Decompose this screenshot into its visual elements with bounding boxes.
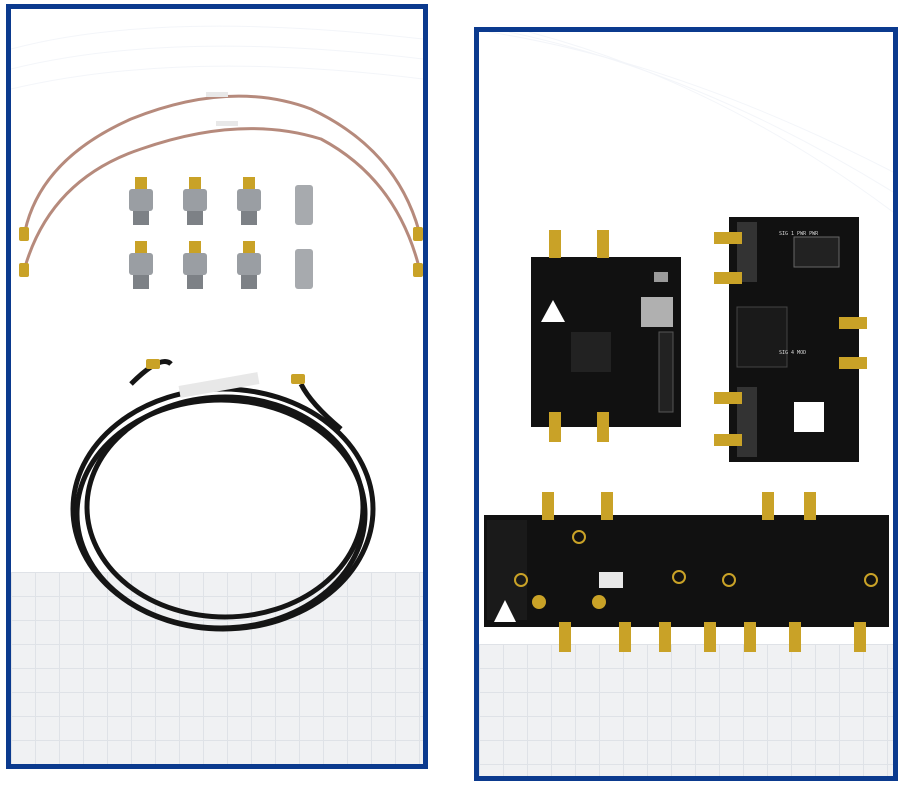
accessories-photo-panel — [6, 4, 428, 769]
cable-label — [216, 121, 238, 126]
background-swirl — [488, 32, 893, 213]
accessories-illustration — [19, 92, 423, 632]
grid-floor — [479, 644, 893, 776]
svg-text:SIG 1 PWR PWR: SIG 1 PWR PWR — [779, 231, 819, 237]
sma-plug-icon — [19, 227, 423, 277]
board-section-marker — [514, 530, 878, 587]
cable-label — [206, 92, 228, 97]
rf-cable-pair — [23, 94, 421, 268]
grid-floor — [11, 572, 423, 764]
sma-connector-icon — [714, 232, 867, 446]
black-coiled-cable — [70, 359, 376, 632]
strip-demo-board — [484, 515, 889, 627]
boards-illustration: SIG 1 PWR PWR SIG 4 MOD — [484, 217, 889, 652]
terminator-icon — [295, 185, 313, 289]
cable-label — [178, 372, 260, 398]
sma-connector-icon — [532, 492, 866, 652]
boards-photo-panel: SIG 1 PWR PWR SIG 4 MOD — [474, 27, 898, 781]
bnc-adapter-icon — [129, 177, 261, 289]
signal-demo-board — [729, 217, 859, 462]
sma-plug-icon — [146, 359, 305, 384]
background-swirl — [11, 25, 423, 90]
sma-connector-icon — [549, 230, 609, 442]
svg-text:SIG 4 MOD: SIG 4 MOD — [779, 350, 806, 356]
main-demo-board — [531, 257, 681, 427]
pcb-silkscreen: SIG 1 PWR PWR SIG 4 MOD — [779, 231, 819, 356]
